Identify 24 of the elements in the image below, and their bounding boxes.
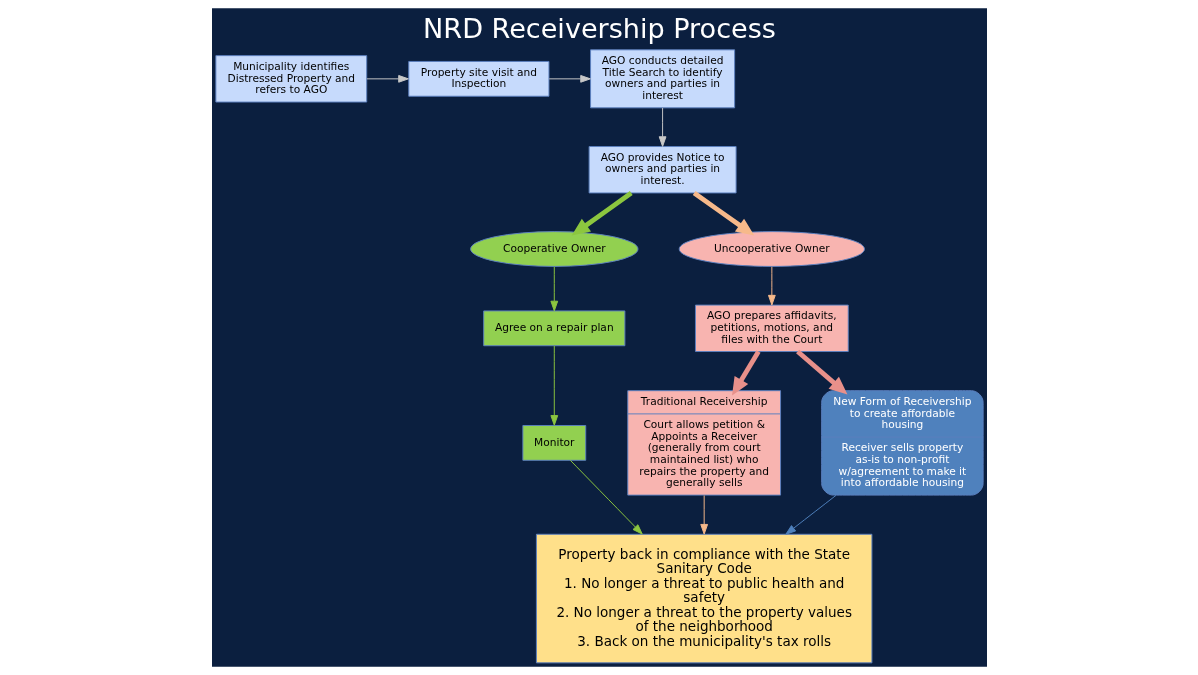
arrow — [731, 350, 761, 396]
arrow — [795, 349, 847, 395]
node-box: Agree on a repair plan — [482, 310, 625, 347]
node-ellipse: Cooperative Owner — [469, 231, 638, 267]
node-box: Monitor — [521, 425, 586, 461]
node-ellipse: Uncooperative Owner — [678, 231, 865, 267]
arrow — [767, 266, 776, 306]
arrow — [569, 459, 643, 535]
arrow — [365, 74, 409, 83]
diagram-title: NRD Receivership Process — [422, 12, 776, 44]
arrow — [549, 345, 558, 426]
arrow — [549, 266, 558, 312]
arrow — [784, 494, 837, 535]
arrow — [692, 191, 754, 236]
node-box: AGO provides Notice to owners and parties in interest. — [588, 146, 737, 194]
arrow — [658, 107, 666, 147]
node-box: AGO prepares affidavits, petitions, motions, and files with the Court — [694, 304, 849, 352]
node-box: Property back in compliance with the State Sanitary Code 1. No longer a threat to public health and safety 2. No longer a threat to the property values of the neighborhood 3. Back on the municipality's tax rolls — [535, 533, 872, 664]
node-box: AGO conducts detailed Title Search to identify owners and parties in interest — [589, 49, 735, 109]
arrow — [699, 495, 708, 535]
node-box: Municipality identifies Distressed Property and refers to AGO — [214, 55, 367, 103]
arrow — [548, 74, 591, 83]
node-box: Property site visit and Inspection — [407, 60, 549, 97]
arrow — [571, 191, 633, 236]
